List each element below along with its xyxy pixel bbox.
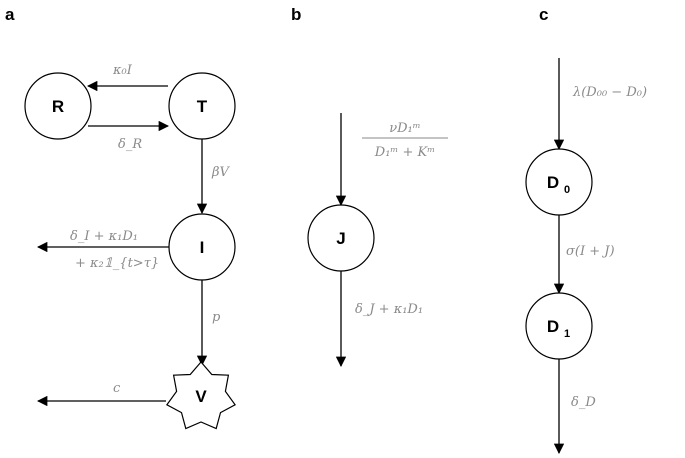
node-v-label: V <box>195 387 207 406</box>
node-d0-subscript: 0 <box>564 184 570 196</box>
panel-label-b: b <box>291 5 301 24</box>
rate-c: c <box>113 381 121 396</box>
rate-j-in-numerator: νD₁ᵐ <box>389 121 421 136</box>
node-t-label: T <box>197 97 208 116</box>
panel-label-c: c <box>539 5 548 24</box>
panel-label-a: a <box>5 5 15 24</box>
rate-p: p <box>212 310 221 325</box>
node-d1-subscript: 1 <box>564 328 570 340</box>
rate-beta-v: βV <box>211 165 231 180</box>
node-r-label: R <box>52 97 64 116</box>
rate-i-loss-line2: + κ₂𝟙_{t>τ} <box>75 256 159 271</box>
rate-delta-r: δ_R <box>118 137 142 152</box>
rate-j-in-denominator: D₁ᵐ + Kᵐ <box>374 145 435 160</box>
node-d1-label: D <box>547 317 559 336</box>
rate-sigma: σ(I + J) <box>566 244 615 259</box>
rate-d0-in: λ(D₀₀ − D₀) <box>572 85 647 100</box>
node-v-star <box>166 361 236 430</box>
node-j-label: J <box>336 229 345 248</box>
rate-i-loss-line1: δ_I + κ₁D₁ <box>70 229 138 244</box>
node-r <box>24 72 92 140</box>
node-i-label: I <box>200 238 205 257</box>
rate-kappa0-i: κ₀I <box>112 63 133 78</box>
node-d0-label: D <box>547 173 559 192</box>
rate-delta-d: δ_D <box>571 395 596 410</box>
rate-j-loss: δ_J + κ₁D₁ <box>355 302 423 317</box>
